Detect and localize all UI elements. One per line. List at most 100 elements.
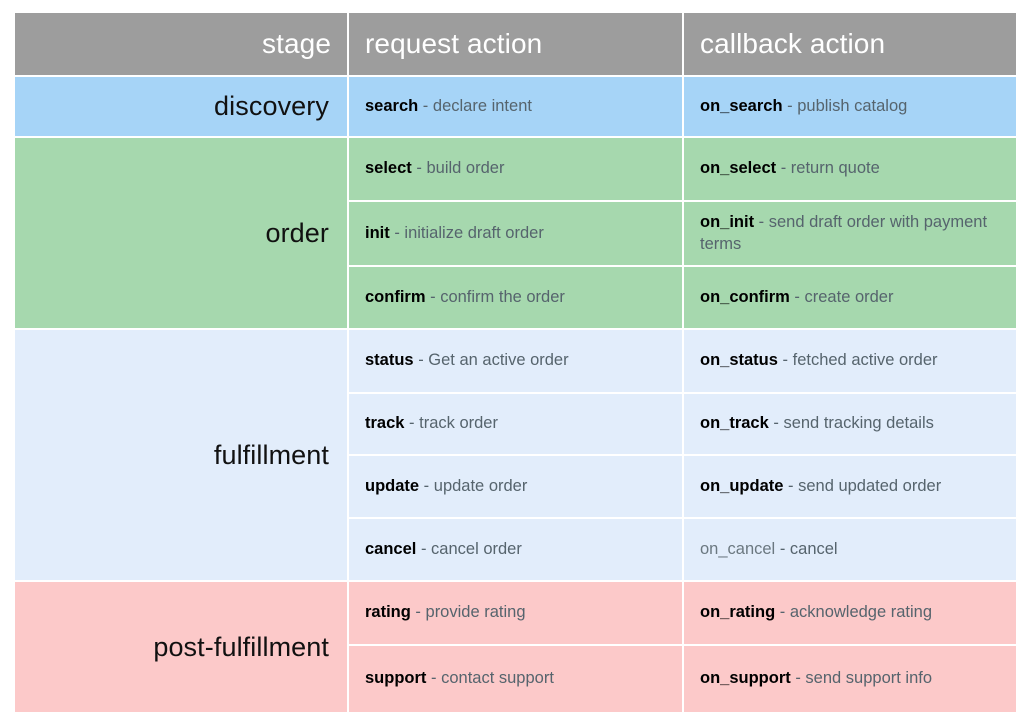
table-row: post-fulfillment rating - provide rating…	[15, 582, 1016, 712]
action-name: cancel	[365, 539, 417, 558]
callback-action-cell: on_track - send tracking details	[684, 394, 1016, 454]
action-description: track order	[419, 414, 498, 433]
action-separator: -	[410, 603, 426, 622]
callback-action-cell: on_update - send updated order	[684, 456, 1016, 517]
action-separator: -	[425, 287, 441, 306]
callback-action-cell: on_status - fetched active order	[684, 330, 1016, 392]
action-description: contact support	[441, 669, 554, 688]
action-name: on_select	[700, 159, 777, 178]
action-description: confirm the order	[440, 287, 565, 306]
action-separator: -	[776, 159, 791, 178]
stage-action-table: stage request action callback action dis…	[13, 11, 1018, 714]
stage-label-post-fulfillment: post-fulfillment	[15, 582, 347, 712]
action-name: on_cancel	[700, 539, 776, 558]
stage-label-fulfillment: fulfillment	[15, 330, 347, 580]
callback-action-cell: on_confirm - create order	[684, 267, 1016, 328]
action-separator: -	[419, 476, 434, 495]
stage-label-order: order	[15, 138, 347, 328]
request-action-cell: status - Get an active order	[349, 330, 682, 392]
request-action-cell: support - contact support	[349, 646, 682, 712]
table-row: init - initialize draft order on_init - …	[15, 202, 1016, 265]
action-name: on_update	[700, 476, 784, 495]
action-separator: -	[789, 287, 805, 306]
callback-action-cell: on_select - return quote	[684, 138, 1016, 200]
action-description: update order	[433, 476, 528, 495]
action-description: cancel order	[431, 539, 522, 558]
action-description: build order	[426, 159, 505, 178]
table-row: update - update order on_update - send u…	[15, 456, 1016, 517]
table-row: track - track order on_track - send trac…	[15, 394, 1016, 454]
action-separator: -	[775, 539, 790, 558]
action-name: on_support	[700, 669, 791, 688]
action-name: on_rating	[700, 603, 776, 622]
action-description: return quote	[790, 159, 880, 178]
action-name: track	[365, 414, 405, 433]
action-description: provide rating	[425, 603, 526, 622]
action-description: publish catalog	[797, 96, 908, 115]
action-name: init	[365, 223, 390, 242]
request-action-cell: cancel - cancel order	[349, 519, 682, 580]
callback-action-cell: on_init - send draft order with payment …	[684, 202, 1016, 265]
table-row: order select - build order on_select - r…	[15, 138, 1016, 328]
column-header-request-action: request action	[349, 13, 682, 75]
action-separator: -	[418, 96, 433, 115]
action-separator: -	[426, 669, 442, 688]
action-name: select	[365, 159, 412, 178]
request-action-cell: select - build order	[349, 138, 682, 200]
action-description: Get an active order	[428, 351, 569, 370]
table-header: stage request action callback action	[15, 13, 1016, 75]
action-description: create order	[804, 287, 894, 306]
action-separator: -	[411, 159, 427, 178]
action-separator: -	[413, 351, 429, 370]
table-row: cancel - cancel order on_cancel - cancel	[15, 519, 1016, 580]
action-description: acknowledge rating	[789, 603, 933, 622]
stage-label-discovery: discovery	[15, 77, 347, 136]
table-row: support - contact support on_support - s…	[15, 646, 1016, 712]
action-name: confirm	[365, 287, 426, 306]
action-description: initialize draft order	[404, 223, 544, 242]
action-name: support	[365, 669, 427, 688]
request-action-cell: track - track order	[349, 394, 682, 454]
action-separator: -	[754, 212, 769, 231]
action-name: on_confirm	[700, 287, 790, 306]
action-description: declare intent	[432, 96, 532, 115]
table-row: discovery search - declare intent on_sea…	[15, 77, 1016, 136]
action-name: rating	[365, 603, 411, 622]
action-separator: -	[416, 539, 432, 558]
request-action-cell: rating - provide rating	[349, 582, 682, 644]
callback-action-cell: on_search - publish catalog	[684, 77, 1016, 136]
action-name: on_track	[700, 414, 769, 433]
action-separator: -	[775, 603, 790, 622]
table-header-row: stage request action callback action	[15, 13, 1016, 75]
table-body: discovery search - declare intent on_sea…	[15, 77, 1016, 712]
action-separator: -	[783, 476, 799, 495]
action-separator: -	[389, 223, 405, 242]
request-action-cell: confirm - confirm the order	[349, 267, 682, 328]
action-name: update	[365, 476, 420, 495]
action-description: send updated order	[798, 476, 942, 495]
action-separator: -	[768, 414, 784, 433]
callback-action-cell: on_rating - acknowledge rating	[684, 582, 1016, 644]
action-description: fetched active order	[792, 351, 938, 370]
callback-action-cell: on_cancel - cancel	[684, 519, 1016, 580]
callback-action-cell: on_support - send support info	[684, 646, 1016, 712]
action-separator: -	[404, 414, 420, 433]
table-row: fulfillment status - Get an active order…	[15, 330, 1016, 580]
action-separator: -	[790, 669, 806, 688]
request-action-cell: search - declare intent	[349, 77, 682, 136]
action-description: cancel	[789, 539, 838, 558]
request-action-cell: update - update order	[349, 456, 682, 517]
action-description: send support info	[805, 669, 933, 688]
action-name: status	[365, 351, 414, 370]
table-row: confirm - confirm the order on_confirm -…	[15, 267, 1016, 328]
request-action-cell: init - initialize draft order	[349, 202, 682, 265]
column-header-stage: stage	[15, 13, 347, 75]
action-name: search	[365, 96, 419, 115]
action-name: on_init	[700, 212, 755, 231]
action-separator: -	[782, 96, 798, 115]
action-name: on_status	[700, 351, 778, 370]
action-separator: -	[777, 351, 793, 370]
column-header-callback-action: callback action	[684, 13, 1016, 75]
action-description: send tracking details	[783, 414, 934, 433]
